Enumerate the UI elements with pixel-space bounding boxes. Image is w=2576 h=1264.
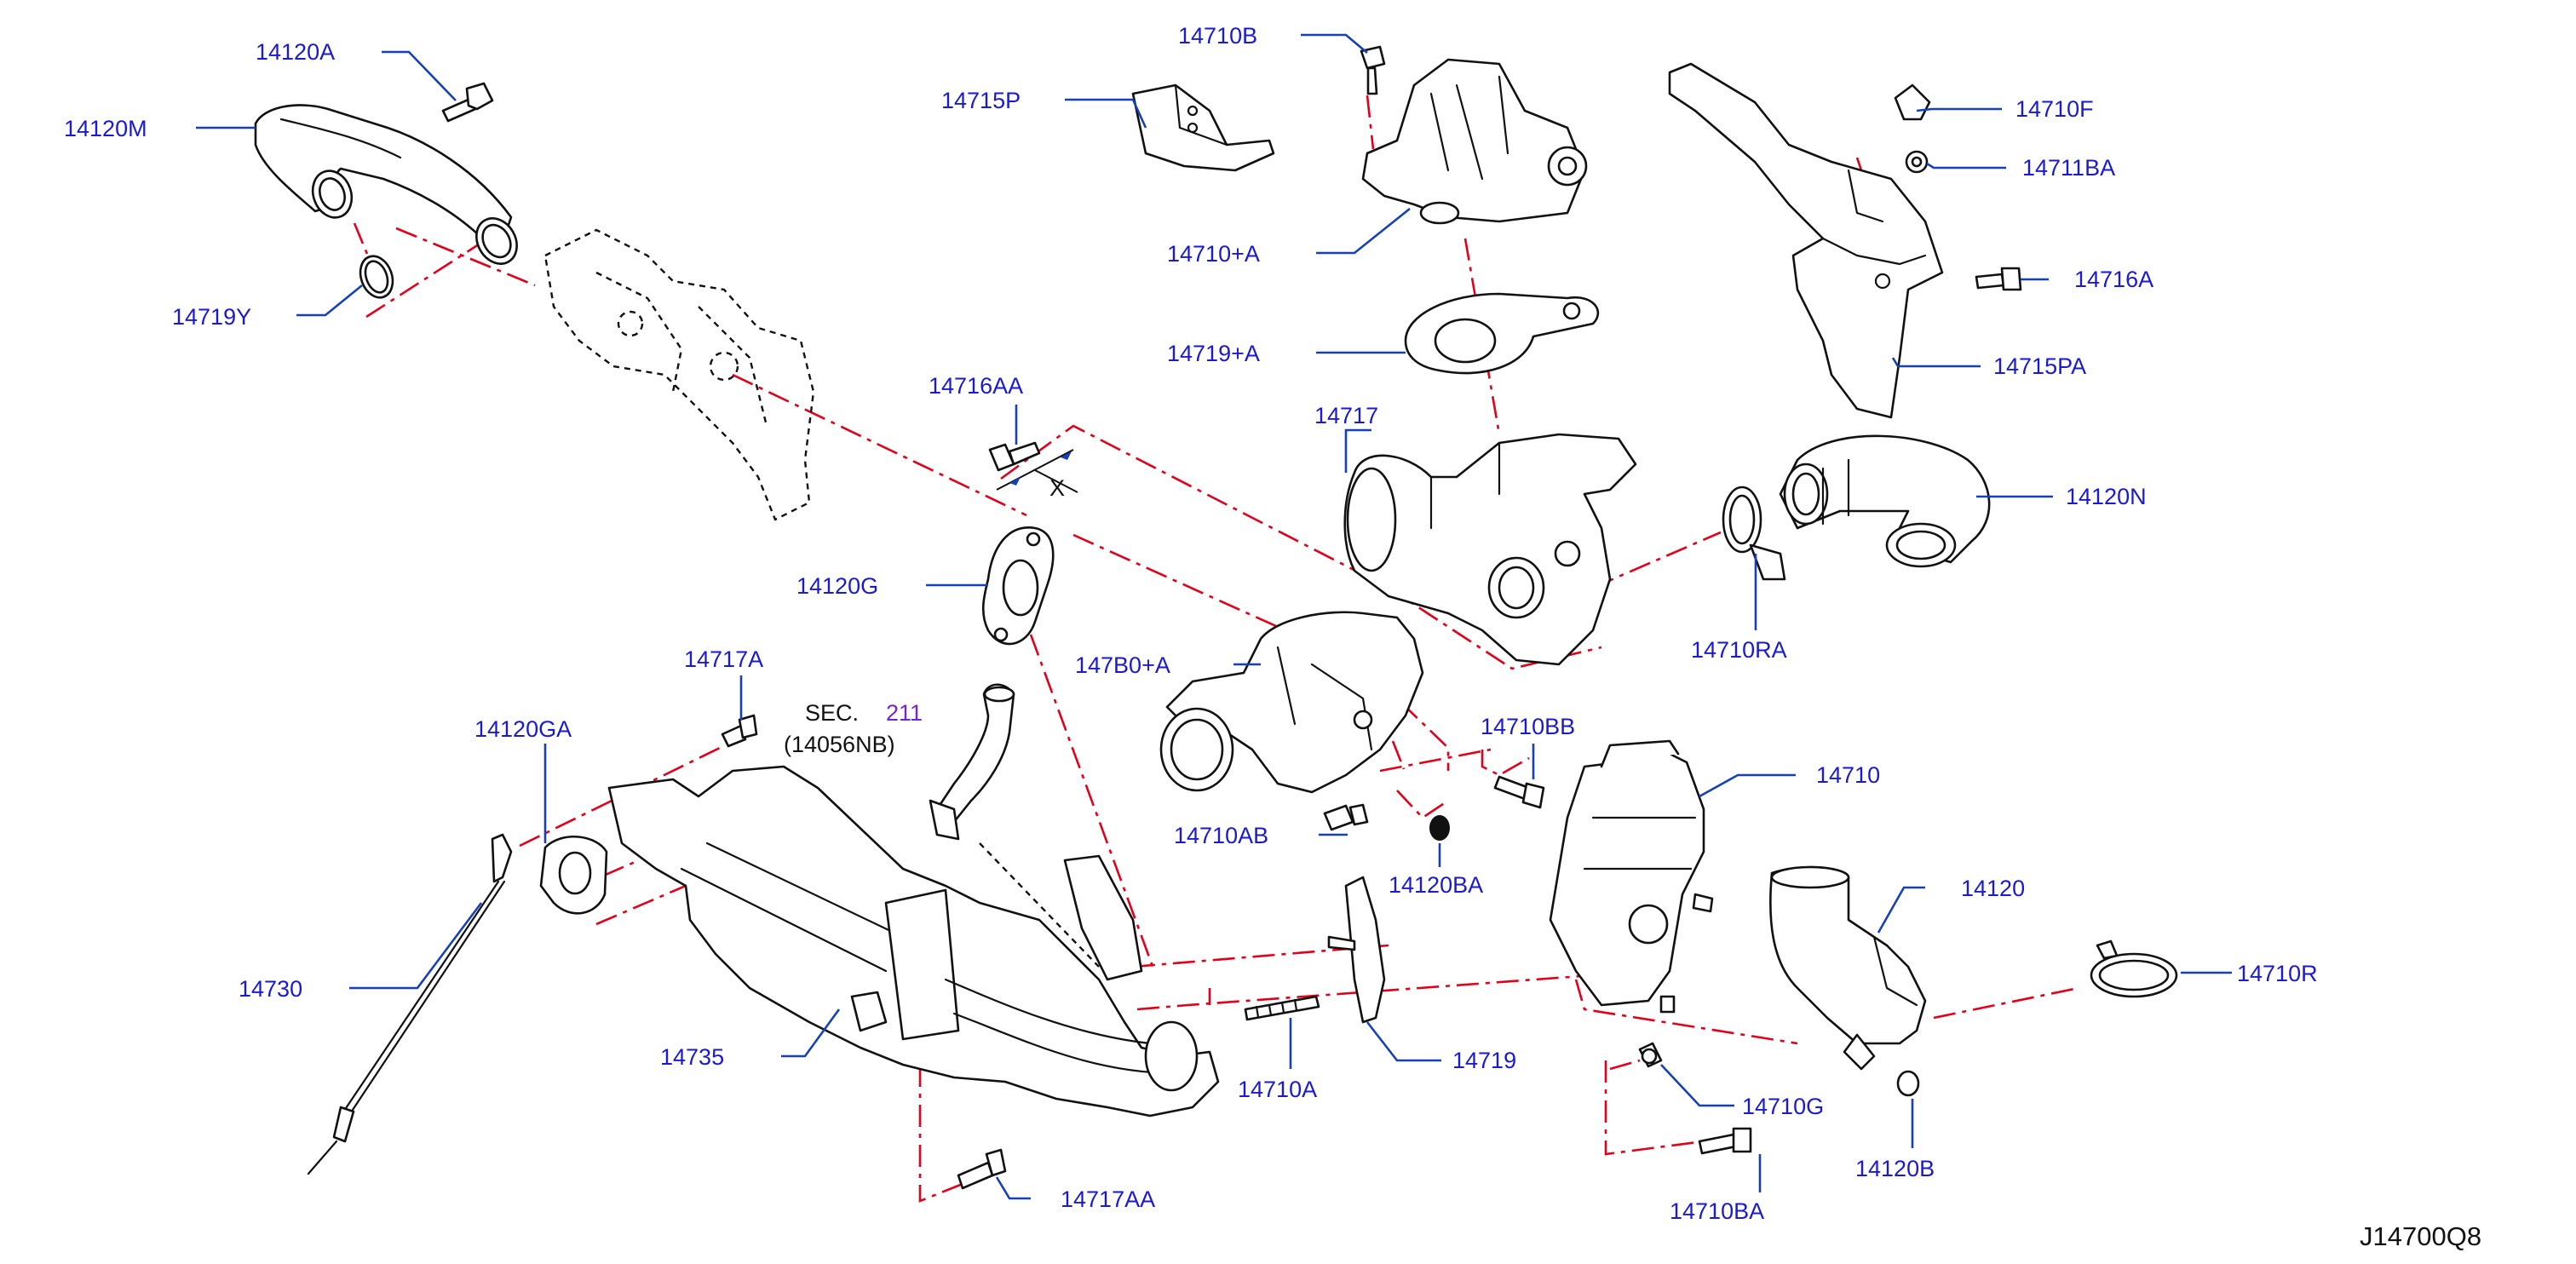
callout-14717A: 14717A <box>684 646 763 672</box>
part-14719-gasket <box>1327 876 1386 1024</box>
callout-labels: 14120A 14120M 14719Y 14715P 14710B 14710… <box>64 23 2481 1251</box>
part-14717-egr-housing <box>1343 433 1637 666</box>
callout-14715P: 14715P <box>941 88 1021 113</box>
part-14710AB-bolt <box>1323 803 1369 831</box>
part-14716AA-bolt <box>988 441 1078 493</box>
section-ref-sub-part: (14056NB) <box>784 732 895 757</box>
callout-14710RA: 14710RA <box>1691 637 1787 663</box>
part-sec211-hose <box>929 683 1015 841</box>
callout-14717: 14717 <box>1314 403 1378 428</box>
part-147B0plusA-throttle <box>1159 611 1424 794</box>
part-14710plusA-valve <box>1361 58 1588 225</box>
part-14120G-gasket <box>981 526 1055 646</box>
callout-14719plusA: 14719+A <box>1167 341 1260 366</box>
callout-14120B: 14120B <box>1855 1156 1935 1181</box>
part-14719Y-o-ring <box>359 255 394 299</box>
callout-14719Y: 14719Y <box>172 304 251 330</box>
callout-14120N: 14120N <box>2066 484 2147 509</box>
callout-14730: 14730 <box>239 976 302 1002</box>
leader-lines <box>196 33 2232 1200</box>
part-14120GA-gasket <box>539 836 608 915</box>
callout-14120BA: 14120BA <box>1389 872 1483 898</box>
part-14715PA-bracket <box>1668 62 1944 419</box>
part-14715P-bracket <box>1131 83 1275 172</box>
callout-14120A: 14120A <box>256 39 335 65</box>
callout-14710: 14710 <box>1816 762 1880 788</box>
part-14730-sensor <box>307 833 513 1175</box>
callout-14710BB: 14710BB <box>1481 714 1575 739</box>
ghost-engine-housing <box>543 228 815 521</box>
part-14710BB-bolt <box>1493 775 1545 809</box>
callout-147B0plusA: 147B0+A <box>1075 652 1170 678</box>
callout-14716AA: 14716AA <box>929 373 1023 399</box>
callout-14710B: 14710B <box>1178 23 1257 49</box>
part-14719plusA-gasket <box>1404 292 1600 375</box>
callout-14120GA: 14120GA <box>474 716 572 742</box>
callout-14710A: 14710A <box>1238 1077 1317 1102</box>
part-14120-duct <box>1769 865 1927 1071</box>
callout-14710BA: 14710BA <box>1670 1198 1764 1224</box>
part-14120B-nut <box>1896 1070 1920 1097</box>
callout-14716A: 14716A <box>2074 267 2153 292</box>
callout-14710R: 14710R <box>2237 961 2318 986</box>
part-14710A-stud <box>1244 995 1320 1021</box>
part-14711BA-nut <box>1905 150 1929 174</box>
part-14710B-bolt <box>1360 45 1386 95</box>
callout-14711BA: 14711BA <box>2022 155 2115 181</box>
section-ref-prefix: SEC. <box>805 700 859 726</box>
part-14120N-hose <box>1779 434 1991 568</box>
diagram-code: J14700Q8 <box>2360 1221 2481 1251</box>
callout-14120M: 14120M <box>64 116 147 141</box>
part-14710BA-bolt <box>1698 1127 1752 1155</box>
part-14710R-clamp <box>2090 939 2178 998</box>
callout-14120G: 14120G <box>796 573 878 599</box>
callout-14715PA: 14715PA <box>1993 353 2086 379</box>
callout-14710F: 14710F <box>2015 96 2094 122</box>
callout-14120: 14120 <box>1961 876 2025 901</box>
part-14710RA-clamp <box>1722 485 1786 581</box>
callout-14710G: 14710G <box>1742 1094 1824 1119</box>
part-14710G-nut <box>1638 1042 1663 1068</box>
part-14710F-connector <box>1894 83 1931 121</box>
part-14710-egr-valve <box>1549 739 1714 1014</box>
section-ref-number: 211 <box>886 700 923 726</box>
part-14735-egr-cooler <box>607 765 1220 1117</box>
part-14717A-bolt <box>721 714 758 748</box>
part-14716A-bolt <box>1975 267 2022 291</box>
callout-14719: 14719 <box>1452 1048 1516 1073</box>
callout-14735: 14735 <box>660 1044 724 1070</box>
dimension-marker-x: X <box>1049 475 1065 501</box>
part-14717AA-bolt <box>957 1148 1007 1190</box>
callout-14717AA: 14717AA <box>1061 1186 1155 1212</box>
part-14120M-air-tube <box>254 104 518 265</box>
part-14120BA-nut <box>1429 815 1450 841</box>
callout-14710plusA: 14710+A <box>1167 241 1260 267</box>
part-14120A-bolt <box>441 82 494 123</box>
callout-14710AB: 14710AB <box>1174 823 1268 848</box>
